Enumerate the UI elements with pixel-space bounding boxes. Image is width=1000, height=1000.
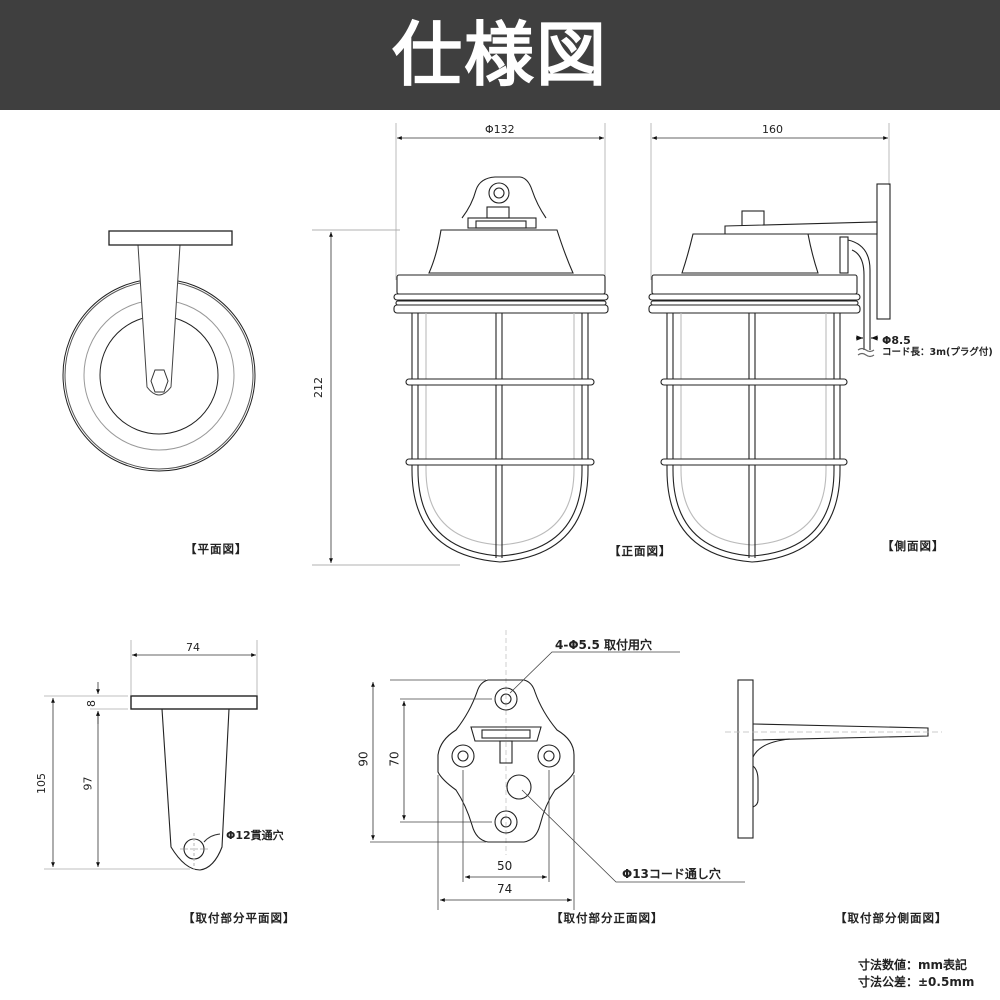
cord-length-label: コード長：3m(プラグ付) bbox=[882, 347, 993, 358]
mount-height-inner-label: 70 bbox=[387, 751, 402, 767]
mounting-holes-label: 4-Φ5.5 取付用穴 bbox=[555, 638, 652, 652]
through-hole-label: Φ12貫通穴 bbox=[226, 829, 284, 842]
mount-plan-view bbox=[44, 640, 258, 871]
mount-width-inner-label: 50 bbox=[497, 859, 513, 873]
plan-view bbox=[62, 230, 256, 472]
front-height-dimension-label: 212 bbox=[312, 377, 325, 398]
mount-side-view bbox=[725, 679, 942, 839]
unit-note: 寸法数値：mm表記 bbox=[858, 958, 968, 972]
mount-side-caption: 【取付部分側面図】 bbox=[835, 911, 948, 925]
cord-diameter-label: Φ8.5 bbox=[882, 334, 911, 347]
mount-front-caption: 【取付部分正面図】 bbox=[551, 911, 664, 925]
front-view-caption: 【正面図】 bbox=[609, 544, 672, 558]
mount-width-dimension-label: 74 bbox=[186, 641, 200, 654]
front-width-dimension-label: Φ132 bbox=[485, 123, 515, 136]
dimension-notes: 寸法数値：mm表記 寸法公差：±0.5mm bbox=[858, 957, 974, 992]
front-view bbox=[393, 123, 609, 563]
side-view bbox=[648, 123, 891, 563]
side-view-caption: 【側面図】 bbox=[882, 539, 945, 553]
tolerance-note: 寸法公差：±0.5mm bbox=[858, 975, 975, 990]
drawing-canvas bbox=[44, 123, 942, 910]
plan-view-caption: 【平面図】 bbox=[185, 542, 248, 556]
plate-thickness-label: 8 bbox=[85, 700, 98, 707]
page-title: 仕様図 bbox=[392, 14, 608, 96]
cord-hole-label: Φ13コード通し穴 bbox=[622, 867, 721, 881]
arm-length-label: 97 bbox=[81, 776, 95, 791]
front-height-dimension bbox=[312, 229, 460, 566]
mount-front-view bbox=[370, 630, 745, 910]
header-bar: 仕様図 bbox=[0, 0, 1000, 110]
side-depth-dimension-label: 160 bbox=[762, 123, 783, 136]
mount-height-outer-label: 90 bbox=[356, 751, 371, 767]
spec-drawing: Φ132 160 212 Φ8.5 コード長：3m(プラグ付) 【平面図】 【正… bbox=[0, 110, 1000, 1000]
mount-width-outer-label: 74 bbox=[497, 882, 513, 896]
total-length-label: 105 bbox=[35, 773, 48, 794]
mount-plan-caption: 【取付部分平面図】 bbox=[183, 911, 296, 925]
